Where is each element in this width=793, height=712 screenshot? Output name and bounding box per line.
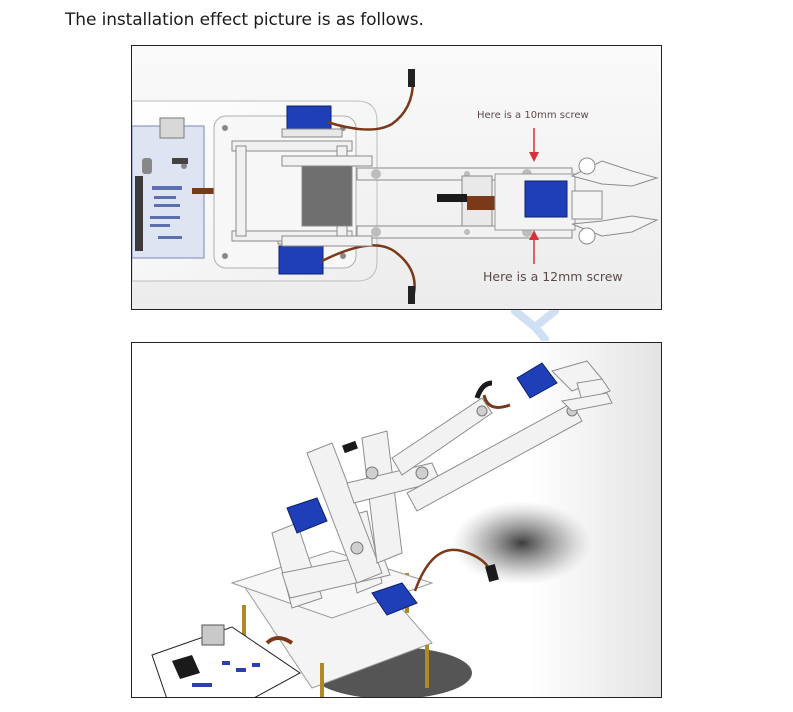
arduino-board-3d xyxy=(151,624,301,697)
top-view-figure: Here is a 10mm screw Here is a 12mm scre… xyxy=(131,45,662,310)
servo-gripper xyxy=(437,173,576,231)
annotation-12mm-screw: Here is a 12mm screw xyxy=(483,269,623,284)
arduino-board xyxy=(132,117,205,259)
gripper-claw-3d xyxy=(551,360,613,412)
screw-arrow-top xyxy=(529,128,539,162)
screw-arrow-bottom xyxy=(529,230,539,264)
isometric-view-figure xyxy=(131,342,662,698)
top-view-drawing xyxy=(132,46,661,309)
intro-text: The installation effect picture is as fo… xyxy=(65,10,424,30)
servo-base-3d xyxy=(371,582,418,616)
watermark-logo xyxy=(511,307,559,341)
annotation-10mm-screw: Here is a 10mm screw xyxy=(477,110,589,121)
isometric-drawing xyxy=(132,343,661,697)
servo-gripper-3d xyxy=(516,362,558,399)
servo-top xyxy=(281,105,343,138)
servo-left-3d xyxy=(286,497,328,534)
arm-shadow xyxy=(452,501,592,585)
gripper-claw xyxy=(570,157,659,245)
